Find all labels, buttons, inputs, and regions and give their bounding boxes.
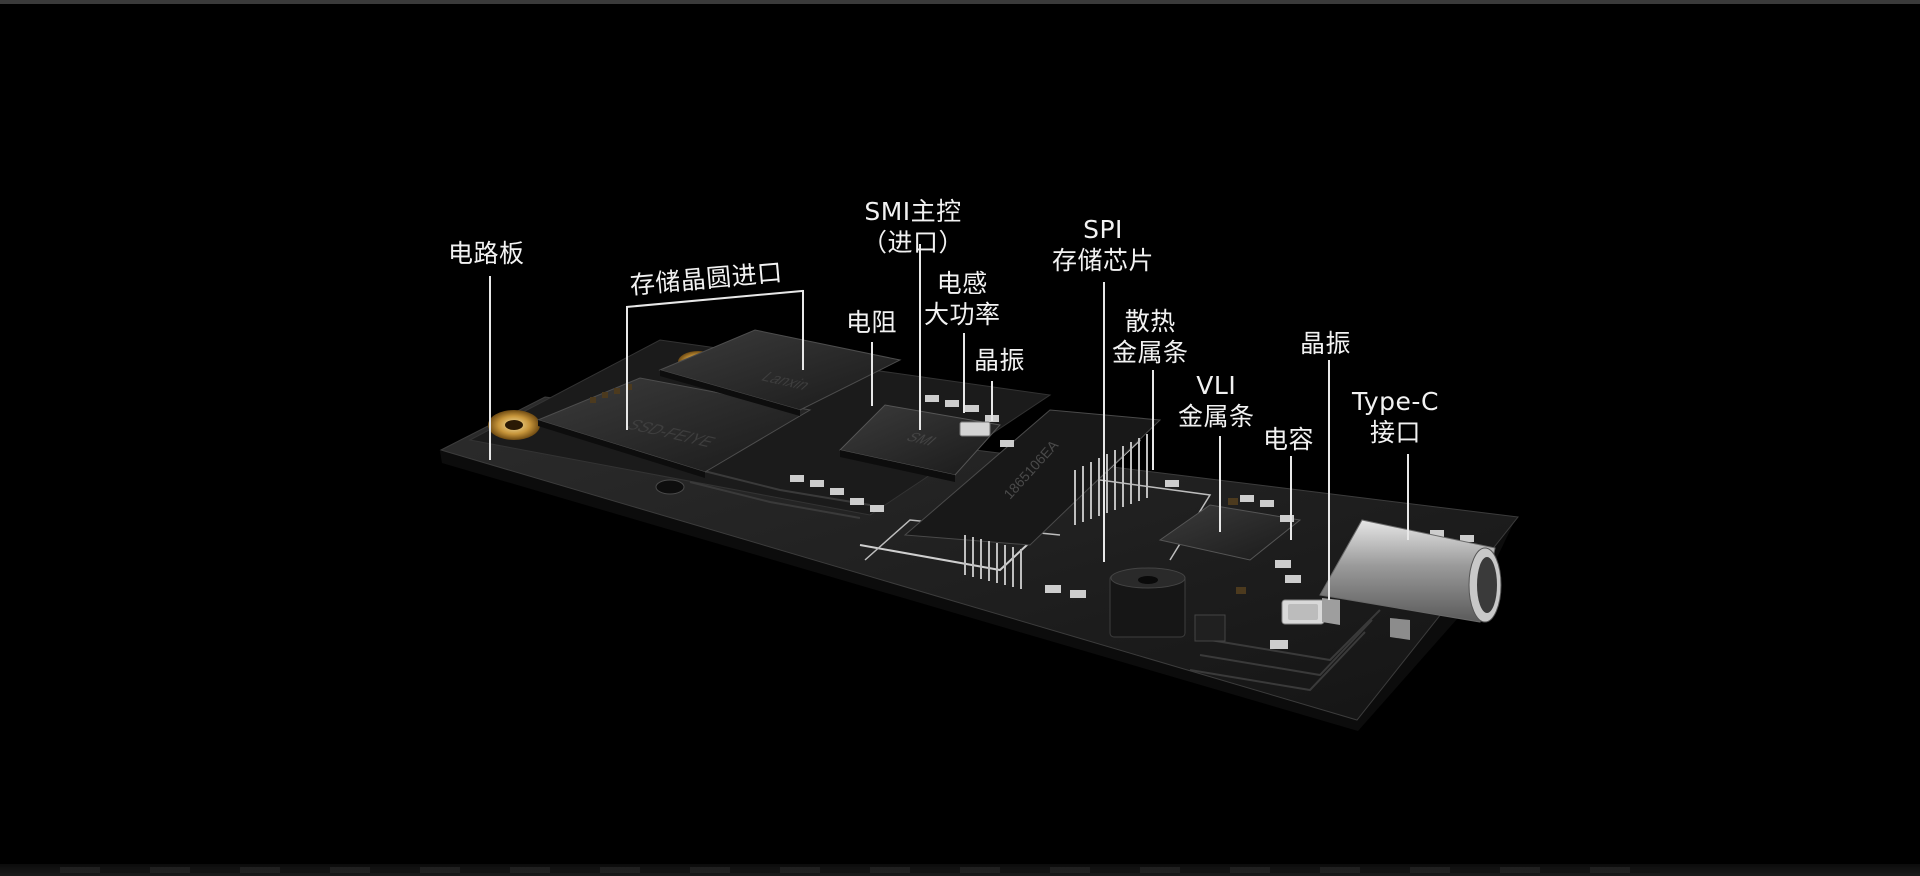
label-vli-line2: 金属条 xyxy=(1178,402,1255,431)
label-controller-line2: （进口） xyxy=(862,228,965,257)
label-spi-line2: 存储芯片 xyxy=(1052,246,1155,275)
label-crystal-right: 晶振 xyxy=(1300,329,1352,358)
label-typec: Type-C 接口 xyxy=(1352,386,1439,448)
power-inductor xyxy=(1109,567,1186,638)
label-spi: SPI 存储芯片 xyxy=(1052,214,1154,276)
type-c-connector xyxy=(1319,519,1502,640)
svg-text:SMI: SMI xyxy=(902,430,940,448)
label-inductor: 电感 大功率 xyxy=(924,268,1001,330)
spi-flash-heatsink-block: 1865106EA xyxy=(903,409,1162,589)
leader-line-resistor xyxy=(871,342,873,406)
leader-line-typec xyxy=(1407,454,1409,540)
label-inductor-line1: 电感 xyxy=(936,269,988,298)
leader-line-capacitor xyxy=(1290,456,1292,540)
leader-line-heatsink xyxy=(1152,370,1154,470)
label-vli-line1: VLI xyxy=(1196,371,1237,400)
label-crystal-left: 晶振 xyxy=(974,346,1026,375)
label-controller-line1: SMI主控 xyxy=(864,197,962,226)
vli-bridge-chip xyxy=(1158,504,1302,561)
crystal-oscillator-left xyxy=(959,421,991,437)
label-capacitor: 电容 xyxy=(1263,425,1315,454)
leader-line-crystal-left xyxy=(991,381,993,421)
leader-line-nand-right xyxy=(802,290,804,370)
nand-flash-chip-upper: Lanxin xyxy=(658,329,902,416)
leader-line-inductor xyxy=(963,333,965,413)
label-pcb: 电路板 xyxy=(448,239,525,268)
leader-line-nand-left xyxy=(626,306,628,430)
leader-line-spi xyxy=(1103,282,1105,562)
label-heatsink-line2: 金属条 xyxy=(1112,338,1189,367)
leader-line-controller xyxy=(919,244,921,430)
leader-line-crystal-right xyxy=(1328,360,1330,600)
bottom-strip xyxy=(0,864,1920,876)
label-heatsink-line1: 散热 xyxy=(1124,307,1176,336)
label-typec-line1: Type-C xyxy=(1352,387,1439,416)
label-spi-line1: SPI xyxy=(1083,215,1123,244)
label-resistor: 电阻 xyxy=(846,308,898,337)
leader-line-pcb xyxy=(489,276,491,460)
label-controller: SMI主控 （进口） xyxy=(862,196,964,258)
label-heatsink: 散热 金属条 xyxy=(1112,306,1189,368)
leader-line-vli xyxy=(1219,436,1221,532)
label-vli: VLI 金属条 xyxy=(1178,370,1255,432)
top-edge-line xyxy=(0,0,1920,4)
label-typec-line2: 接口 xyxy=(1369,418,1421,447)
label-inductor-line2: 大功率 xyxy=(924,300,1001,329)
bottom-ghost-content xyxy=(60,867,1660,873)
